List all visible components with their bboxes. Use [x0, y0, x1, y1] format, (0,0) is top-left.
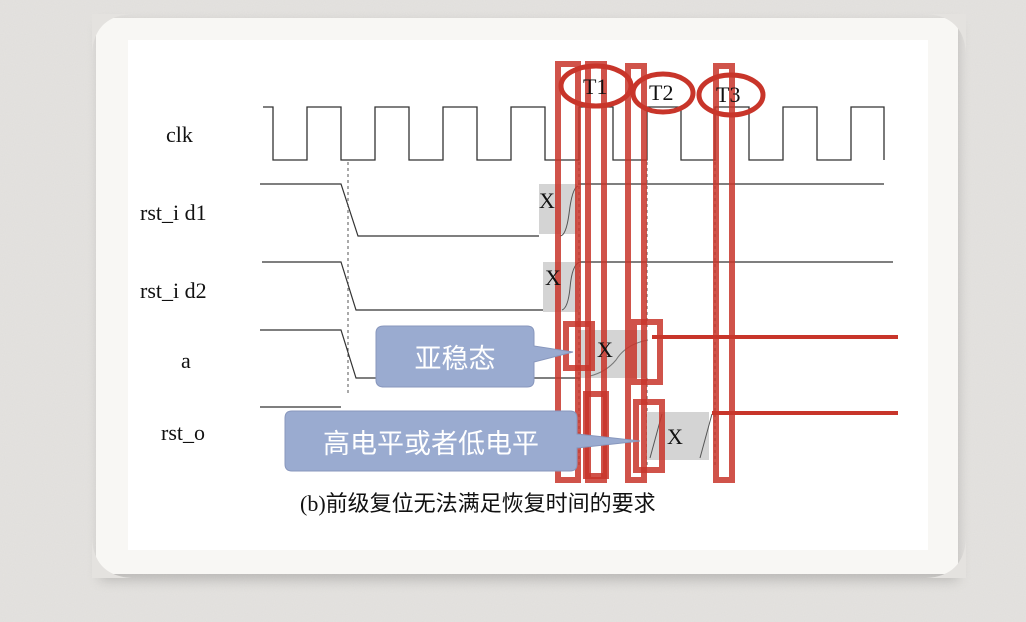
rst-o-box [633, 399, 665, 473]
callout-metastable: 亚稳态 [414, 344, 496, 375]
period-label-t2: T2 [649, 80, 674, 105]
photo-corner-bottom-left [92, 538, 132, 578]
highlight-columns [555, 61, 735, 483]
period-label-t3: T3 [716, 82, 741, 107]
signal-label-clk: clk [166, 122, 193, 147]
period-label-t1: T1 [583, 74, 608, 99]
rst-o-waveform [260, 406, 713, 460]
signal-label-rst-i-d1: rst_i d1 [140, 200, 207, 225]
callout-high-or-low: 高电平或者低电平 [323, 428, 539, 460]
t3-column [713, 63, 735, 483]
rst-i-d1-waveform [260, 183, 884, 237]
callout-metastable-shape [375, 325, 574, 388]
a-metastable-box-2 [631, 319, 663, 385]
t3-ellipse [696, 72, 766, 118]
t1-ellipse [558, 63, 634, 109]
signal-label-rst-o: rst_o [161, 420, 205, 445]
signal-label-rst-i-d2: rst_i d2 [140, 278, 207, 303]
t1-column-outer [555, 61, 581, 483]
photo-corner-top-left [92, 14, 132, 54]
x-mark-rst-i-d1: X [539, 188, 555, 213]
t1-column-inner [585, 61, 607, 483]
t2-ellipse [630, 71, 696, 115]
callout-shapes [284, 325, 641, 472]
signal-label-a: a [181, 348, 191, 373]
x-mark-rst-i-d2: X [545, 265, 561, 290]
x-mark-a: X [597, 337, 613, 362]
photo-corner-top-right [926, 14, 966, 54]
a-metastable-box-1 [563, 321, 595, 371]
x-mark-rst-o: X [667, 424, 683, 449]
photo-corner-bottom-right [926, 538, 966, 578]
figure-caption: (b)前级复位无法满足恢复时间的要求 [300, 491, 656, 516]
highlight-lines [652, 335, 898, 415]
callout-high-low-shape [284, 410, 641, 472]
period-ellipses [558, 63, 766, 118]
t2-column [625, 63, 647, 483]
clk-waveform [263, 106, 885, 161]
